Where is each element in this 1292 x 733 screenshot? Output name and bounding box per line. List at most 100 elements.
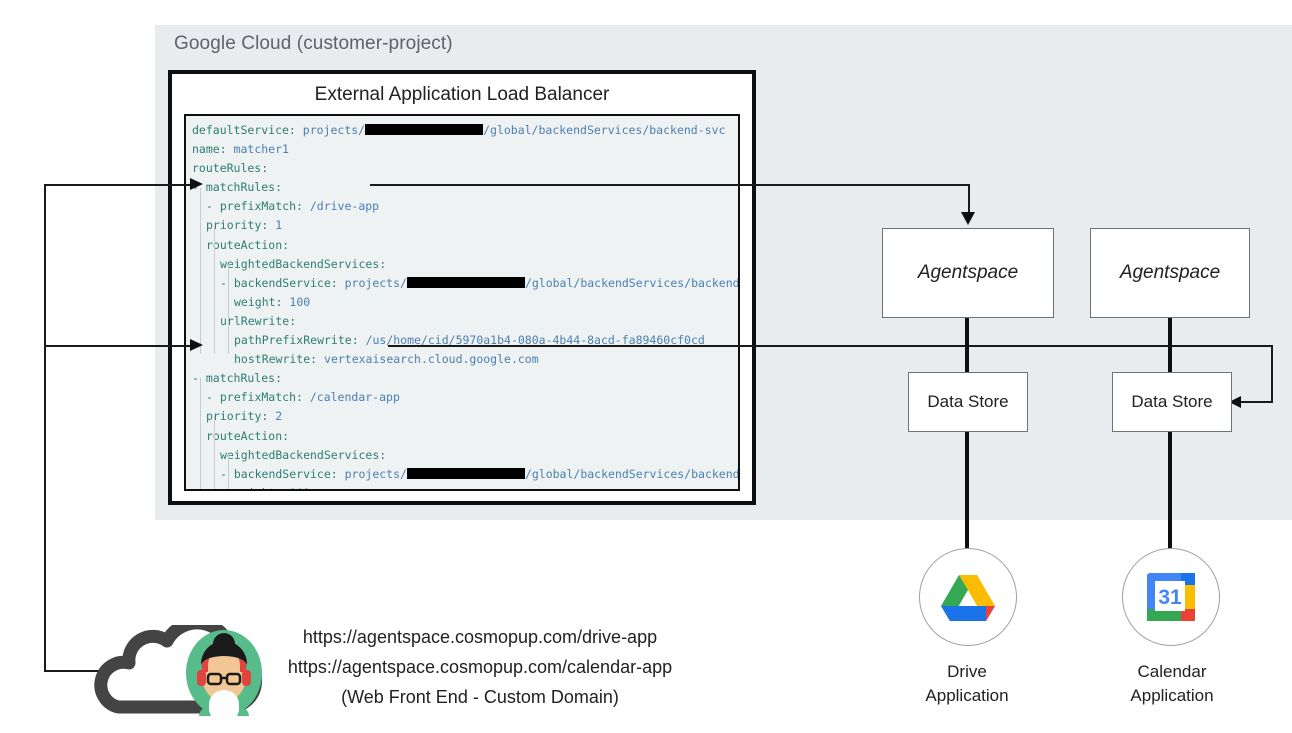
load-balancer-title: External Application Load Balancer (314, 84, 610, 105)
connector-calendar-request-horizontal (44, 345, 196, 347)
yaml-token: urlRewrite: (220, 313, 297, 328)
calendar-application-circle[interactable]: 31 (1122, 548, 1220, 646)
arrow-into-agentspace-drive (961, 212, 975, 225)
yaml-token: /calendar-app (309, 390, 400, 405)
connector-left-vertical (44, 184, 46, 672)
drive-application-label: Drive Application (877, 660, 1057, 708)
yaml-token: weightedBackendServices: (220, 256, 387, 271)
frontend-url-block: https://agentspace.cosmopup.com/drive-ap… (280, 622, 680, 712)
google-calendar-icon: 31 (1147, 573, 1195, 621)
calendar-application-label: Calendar Application (1082, 660, 1262, 708)
connector-drive-request-horizontal (44, 184, 196, 186)
yaml-token: - matchRules: (192, 371, 283, 386)
yaml-token: vertexaisearch.cloud.google.com (324, 352, 539, 367)
datastore-calendar-label: Data Store (1131, 392, 1213, 411)
yaml-line: weightedBackendServices: (192, 446, 738, 465)
yaml-token: 2 (275, 409, 283, 424)
yaml-token: /drive-app (309, 199, 380, 214)
agentspace-drive-box[interactable]: Agentspace (882, 228, 1054, 318)
yaml-token: routeRules: (192, 161, 269, 176)
yaml-token: projects/ (344, 466, 407, 481)
connector-drive-route-horizontal (370, 184, 970, 186)
indent-guide (214, 226, 215, 354)
yaml-line: - prefixMatch: /drive-app (192, 197, 738, 216)
yaml-token: matcher1 (233, 142, 289, 157)
datastore-drive-label: Data Store (927, 392, 1009, 411)
yaml-token: defaultService: (192, 123, 303, 137)
yaml-line: priority: 2 (192, 407, 738, 426)
datastore-drive-box[interactable]: Data Store (908, 372, 1028, 432)
indent-guide (228, 454, 229, 489)
indent-guide (214, 416, 215, 489)
datastore-calendar-box[interactable]: Data Store (1112, 372, 1232, 432)
yaml-token: weight: (234, 294, 290, 309)
connector-drive-route-vertical (968, 184, 970, 214)
yaml-token: pathPrefixRewrite: (234, 333, 366, 348)
arrow-into-datastore-calendar (1229, 396, 1241, 408)
yaml-token: 101 (289, 486, 310, 489)
yaml-token: routeAction: (206, 428, 290, 443)
yaml-token: 1 (275, 218, 283, 233)
yaml-line: routeAction: (192, 427, 738, 446)
link-datastore-drive-to-drive-app (965, 432, 969, 550)
connector-to-cloud-icon (44, 670, 104, 672)
yaml-line: - prefixMatch: /calendar-app (192, 388, 738, 407)
google-cloud-panel-title: Google Cloud (customer-project) (174, 33, 453, 54)
yaml-token: /global/backendServices/backend-svc (483, 123, 726, 137)
yaml-token: - backendService: (220, 275, 345, 290)
google-drive-icon (941, 575, 995, 621)
indent-guide (200, 378, 201, 489)
yaml-line: weightedBackendServices: (192, 255, 738, 274)
yaml-token: - backendService: (220, 466, 345, 481)
yaml-token: priority: (206, 218, 276, 233)
yaml-line: - backendService: projects/ /global/backe… (192, 465, 738, 484)
link-datastore-calendar-to-calendar-app (1168, 432, 1172, 550)
link-agentspace-drive-to-datastore (965, 318, 969, 372)
frontend-url-drive[interactable]: https://agentspace.cosmopup.com/drive-ap… (302, 627, 658, 647)
yaml-line: - matchRules: (192, 178, 738, 197)
connector-calendar-route-horizontal (388, 345, 1273, 347)
yaml-line: priority: 1 (192, 216, 738, 235)
connector-calendar-route-into-datastore (1240, 401, 1273, 403)
drive-application-label-line1: Drive (947, 662, 987, 681)
yaml-token: projects/ (302, 123, 366, 137)
frontend-url-calendar[interactable]: https://agentspace.cosmopup.com/calendar… (287, 657, 673, 677)
agentspace-calendar-box[interactable]: Agentspace (1090, 228, 1250, 318)
yaml-token: routeAction: (206, 237, 290, 252)
agentspace-calendar-label: Agentspace (1119, 262, 1221, 283)
indent-guide (200, 188, 201, 354)
yaml-line: routeAction: (192, 236, 738, 255)
redacted-project-id (406, 467, 525, 479)
arrow-into-drive-prefixmatch (190, 178, 203, 190)
yaml-token: /global/backendServices/backend-svc (524, 466, 740, 481)
yaml-token: - matchRules: (192, 180, 283, 195)
yaml-line: weight: 100 (192, 293, 738, 312)
yaml-token: - prefixMatch: (206, 390, 310, 405)
redacted-project-id (406, 276, 525, 288)
yaml-line: defaultService: projects/ /global/backend… (192, 121, 738, 140)
link-agentspace-calendar-to-datastore (1168, 318, 1172, 372)
yaml-token: /global/backendServices/backend-svc (524, 275, 740, 290)
yaml-token: name: (192, 142, 234, 157)
yaml-token: hostRewrite: (234, 352, 325, 367)
yaml-token: priority: (206, 409, 276, 424)
url-map-yaml-code-block: defaultService: projects/ /global/backend… (184, 114, 740, 491)
connector-calendar-route-vertical (1271, 345, 1273, 403)
redacted-project-id (365, 124, 484, 135)
calendar-day-number: 31 (1158, 586, 1182, 609)
yaml-line: routeRules: (192, 159, 738, 178)
yaml-token: weightedBackendServices: (220, 447, 387, 462)
drive-application-circle[interactable] (919, 548, 1017, 646)
yaml-token: - prefixMatch: (206, 199, 310, 214)
yaml-line: - matchRules: (192, 369, 738, 388)
frontend-caption: (Web Front End - Custom Domain) (341, 687, 619, 707)
yaml-lines: defaultService: projects/ /global/backend… (186, 116, 740, 489)
yaml-line: name: matcher1 (192, 140, 738, 159)
yaml-line: pathPrefixRewrite: /us/home/cid/5970a1b4… (192, 331, 738, 350)
agentspace-drive-label: Agentspace (917, 262, 1019, 283)
arrow-into-calendar-prefixmatch (190, 339, 203, 351)
calendar-application-label-line1: Calendar (1137, 662, 1207, 681)
calendar-application-label-line2: Application (1130, 686, 1214, 705)
yaml-line: urlRewrite: (192, 312, 738, 331)
